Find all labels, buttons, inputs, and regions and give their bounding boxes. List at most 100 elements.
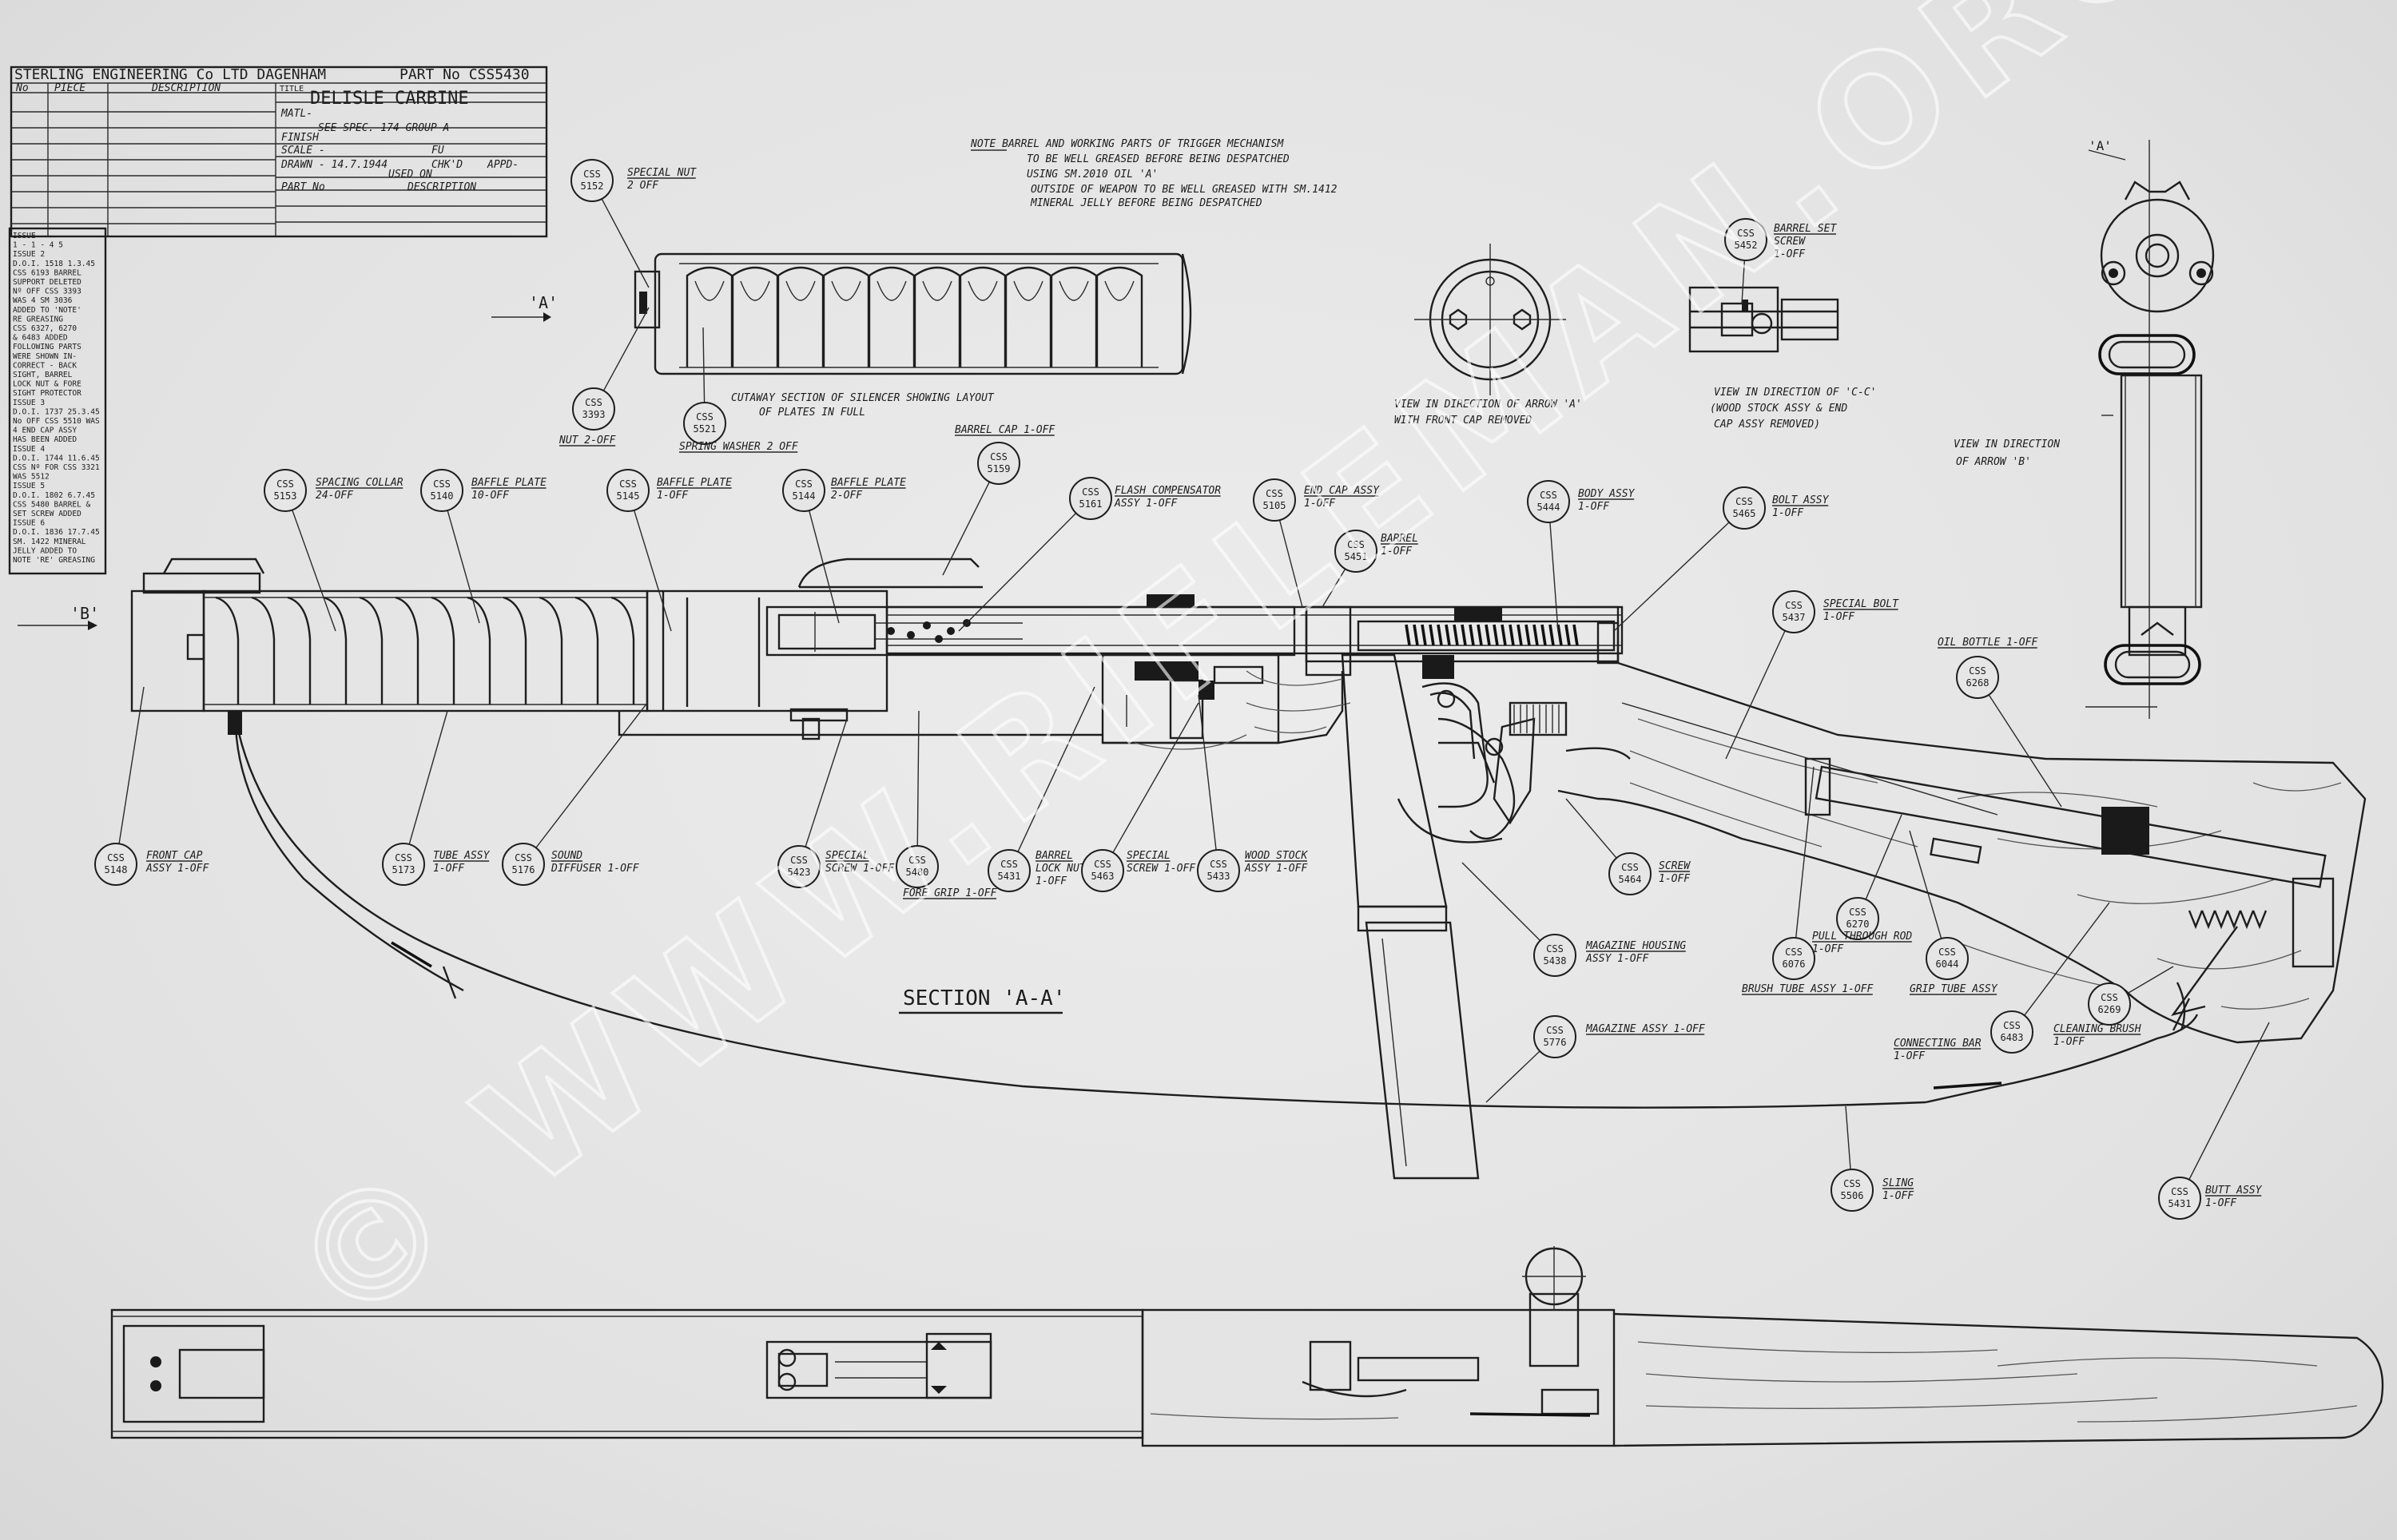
callout-label: 1-OFF [1659,873,1691,885]
used-on-label: USED ON [388,169,432,181]
note-line-1: NOTE BARREL AND WORKING PARTS OF TRIGGER… [970,138,1285,150]
callout-number: CSS [1843,1178,1861,1189]
issue-line: ISSUE 2 [13,250,45,259]
callout-number: CSS [1000,859,1018,870]
note-line-2: TO BE WELL GREASED BEFORE BEING DESPATCH… [1027,153,1290,165]
callout-label: 1-OFF [1036,875,1067,887]
issue-line: HAS BEEN ADDED [13,435,77,444]
callout-number: CSS [2171,1186,2188,1197]
callout-label: SPACING COLLAR [316,477,403,489]
issue-line: ISSUE [13,232,36,240]
carbine-plan-view [110,1246,2384,1447]
arrow-b-label: 'B' [70,604,99,623]
callout-label: NUT 2-OFF [559,435,617,447]
callout-number: CSS [1735,496,1753,507]
callout-number: 5437 [1783,612,1806,623]
view-a-caption-1: VIEW IN DIRECTION OF ARROW 'A' [1394,399,1582,411]
issue-line: SET SCREW ADDED [13,510,81,518]
view-b-arrow-label: 'A' [2089,138,2112,153]
callout-number: 5145 [617,490,640,502]
issue-line: FOLLOWING PARTS [13,343,81,351]
callout-label: WOOD STOCK [1245,850,1308,862]
callout-number: CSS [1546,943,1564,955]
issue-line: CSS 6327, 6270 [13,324,77,333]
callout-number: 5144 [793,490,816,502]
callout-number: CSS [1969,665,1986,677]
issue-line: WAS 5512 [13,473,50,482]
issue-line: SUPPORT DELETED [13,278,81,287]
callout-label: ASSY 1-OFF [1114,498,1178,510]
issue-line: ISSUE 4 [13,445,45,454]
arrow-a-label: 'A' [529,293,558,312]
callout-label: 1-OFF [1894,1050,1926,1062]
issue-line: JELLY ADDED TO [13,546,77,555]
callout-number: CSS [1737,228,1755,239]
callout-number: CSS [2101,992,2118,1003]
title-label: TITLE [280,85,304,93]
callout-label: ASSY 1-OFF [1244,863,1308,875]
callout-number: CSS [515,852,532,863]
approved-label: APPD- [487,159,519,171]
carbine-section: 'B' [18,558,2367,1180]
callout-number: 5438 [1544,955,1567,966]
callout-label: BAFFLE PLATE [471,477,547,489]
view-cc-caption-2: (WOOD STOCK ASSY & END [1710,403,1847,415]
greasing-notes: NOTE BARREL AND WORKING PARTS OF TRIGGER… [970,138,1338,209]
callout-label: 1-OFF [1774,248,1806,260]
callout-label: SPECIAL [825,850,869,862]
scale-value: FU [431,145,444,157]
col-piece: PIECE [54,82,85,94]
callout-number: 5161 [1079,498,1103,510]
callout-number: 5433 [1207,871,1230,882]
callout-label: MAGAZINE HOUSING [1585,940,1686,952]
callout-label: 1-OFF [1882,1190,1914,1202]
callout-number: 5776 [1544,1037,1567,1048]
callout-number: 5153 [274,490,297,502]
issue-line: SIGHT, BARREL [13,371,73,379]
issue-line: WAS 4 SM 3036 [13,296,73,305]
watermark: © WWW.RIFLEMAN.ORG.UK [259,0,2397,1363]
callout-number: 6270 [1846,919,1870,930]
callout-label: SCREW [1659,860,1691,872]
callout-label: BUTT ASSY [2205,1185,2263,1197]
col-description: DESCRIPTION [151,82,221,94]
callout-number: CSS [1938,947,1956,958]
callout-number: 5521 [694,423,717,435]
callout-number: 5159 [988,463,1011,474]
callout-label: BAFFLE PLATE [831,477,906,489]
callout-number: 6483 [2001,1032,2024,1043]
callout-label: SCREW [1774,236,1806,248]
callout-label: BODY ASSY [1578,488,1636,500]
callout-number: 5431 [2168,1198,2192,1209]
issue-line: Nº OFF CSS 3393 [13,288,81,296]
callout-number: 5465 [1733,508,1756,519]
callout-number: CSS [583,169,601,180]
note-line-3: USING SM.2010 OIL 'A' [1027,169,1158,181]
issue-line: ADDED TO 'NOTE' [13,306,81,315]
issue-line: & 6483 ADDED [13,334,68,343]
callout-number: CSS [395,852,412,863]
issue-line: CSS 6193 BARREL [13,268,81,277]
callout-label: SPECIAL NUT [627,167,697,179]
material-spec: SEE SPEC. 174 GROUP A [318,122,449,134]
note-line-4: OUTSIDE OF WEAPON TO BE WELL GREASED WIT… [1031,184,1338,196]
callout-label: CONNECTING BAR [1894,1038,1982,1050]
scale-label: SCALE - [281,145,325,157]
callout-label: SCREW 1-OFF [1127,863,1196,875]
